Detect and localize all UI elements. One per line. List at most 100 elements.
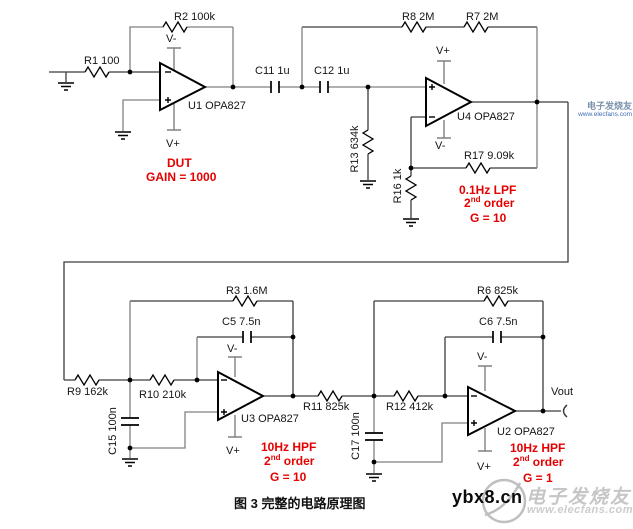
r11-resistor <box>317 389 343 403</box>
wire-u4-minus-return <box>410 116 426 168</box>
r7-resistor <box>463 20 489 34</box>
watermark-brand: 电子发烧友 <box>526 487 632 508</box>
junction-dot <box>540 408 546 414</box>
r6-label: R6 825k <box>477 285 518 297</box>
vout-label: Vout <box>551 386 574 398</box>
r12-label: R12 412k <box>386 401 434 413</box>
r1-label: R1 100 <box>84 55 120 67</box>
hpf2-order-rest: order <box>529 455 564 469</box>
r17-resistor <box>465 161 491 175</box>
lpf-order-num: 2 <box>464 196 471 210</box>
ground-c15 <box>122 458 138 467</box>
wire-u3-plus-return <box>130 411 218 449</box>
junction-dot <box>540 334 546 340</box>
hpf1-order-sup: nd <box>270 453 281 462</box>
r10-label: R10 210k <box>139 389 187 401</box>
u4-vplus-stub <box>437 60 451 84</box>
c12-label: C12 1u <box>314 65 350 77</box>
r1-resistor <box>84 65 110 79</box>
u1-vminus-stub <box>167 47 181 70</box>
logo-swoosh <box>484 482 522 517</box>
junction-dot <box>365 84 371 90</box>
u2-opamp-triangle <box>467 385 518 437</box>
r12-resistor <box>393 389 419 403</box>
r17-label: R17 9.09k <box>464 150 515 162</box>
hpf1-order-num: 2 <box>264 454 271 468</box>
wire-u2-plus-return <box>374 422 468 463</box>
u4-vminus-label: V- <box>435 140 446 152</box>
watermark-ybx8: ybx8.cn <box>452 487 523 507</box>
r11-label: R11 825k <box>303 401 350 413</box>
r6-resistor <box>483 294 509 308</box>
c5-capacitor <box>242 331 252 343</box>
junction-dot <box>127 445 133 451</box>
u4-vplus-label: V+ <box>436 45 450 57</box>
power-stubs <box>167 47 492 452</box>
junction-dot <box>442 393 448 399</box>
lpf-annotation-line1: 0.1Hz LPF <box>459 183 517 197</box>
wires-black <box>49 26 569 412</box>
watermark-top-right-url: www.elecfans.com <box>578 111 632 119</box>
wire-u1-feedback-loop <box>129 26 234 87</box>
ground-input <box>58 82 74 91</box>
junction-dot <box>194 377 200 383</box>
hpf2-annotation-line2: 2nd order <box>513 454 564 469</box>
u4-opamp-triangle <box>425 76 474 128</box>
u1-vminus-label: V- <box>166 33 177 45</box>
u3-opamp-triangle <box>217 370 266 422</box>
vout-connector <box>562 404 568 418</box>
watermark-logo-icon <box>481 478 527 524</box>
c17-capacitor <box>365 432 383 441</box>
lpf-annotation-gain: G = 10 <box>470 211 507 225</box>
hpf2-order-sup: nd <box>519 454 530 463</box>
c6-label: C6 7.5n <box>479 316 518 328</box>
u1-vplus-label: V+ <box>166 138 180 150</box>
u3-plus-sign <box>221 409 227 415</box>
junction-dot <box>371 459 377 465</box>
r8-label: R8 2M <box>402 11 435 23</box>
u2-vplus-label: V+ <box>477 461 491 473</box>
u3-vminus-label: V- <box>227 343 238 355</box>
c17-label: C17 100n <box>350 412 362 460</box>
c15-capacitor <box>121 417 139 426</box>
ground-r13 <box>360 180 376 189</box>
figure-caption: 图 3 完整的电路原理图 <box>234 496 366 511</box>
wires-gray <box>122 26 538 473</box>
ground-r16 <box>403 218 419 227</box>
junction-dot <box>290 334 296 340</box>
u1-label: U1 OPA827 <box>188 100 246 112</box>
junction-dot <box>290 393 296 399</box>
junction-dots <box>127 69 546 465</box>
r16-resistor <box>404 175 418 201</box>
opamps <box>159 61 518 437</box>
capacitors <box>121 81 502 441</box>
watermark-top-right-brand: 电子发烧友 <box>586 101 632 111</box>
u3-vminus-stub <box>228 356 242 377</box>
u2-vminus-stub <box>478 365 492 391</box>
resistors <box>74 20 509 403</box>
u4-label: U4 OPA827 <box>457 111 515 123</box>
ground-c17 <box>366 473 382 482</box>
wire-u1-plus-return <box>122 99 160 131</box>
u3-vplus-stub <box>228 415 242 438</box>
r13-label: R13 634k <box>349 125 361 173</box>
r10-resistor <box>149 373 175 387</box>
junction-dot <box>127 69 133 75</box>
r13-resistor <box>361 129 375 155</box>
r8-resistor <box>401 20 427 34</box>
dut-annotation-line2: GAIN = 1000 <box>146 170 217 184</box>
hpf2-annotation-gain: G = 1 <box>523 471 553 485</box>
u1-vplus-stub <box>167 103 181 131</box>
r16-label: R16 1k <box>392 168 404 204</box>
r3-resistor <box>232 294 258 308</box>
hpf1-annotation-gain: G = 10 <box>270 470 307 484</box>
c6-capacitor <box>492 331 502 343</box>
r7-label: R7 2M <box>466 11 499 23</box>
r2-label: R2 100k <box>174 11 215 23</box>
lpf-annotation-line2: 2nd order <box>464 195 514 210</box>
lpf-order-sup: nd <box>470 195 481 204</box>
ground-symbols <box>58 82 419 482</box>
hpf1-annotation-line1: 10Hz HPF <box>261 440 317 454</box>
